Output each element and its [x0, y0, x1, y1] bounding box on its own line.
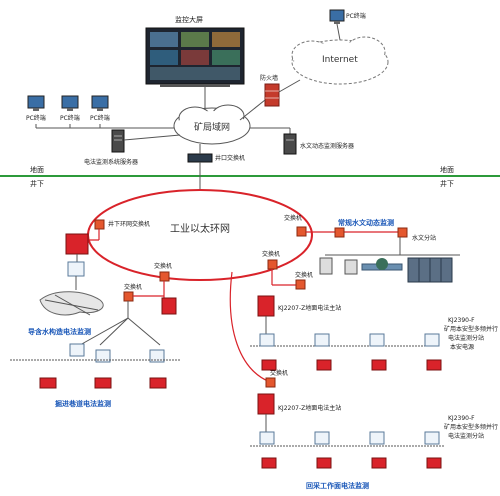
switch-ring-right-icon — [267, 259, 278, 270]
em-station-2-icon — [257, 393, 275, 415]
firewall-label: 防火墙 — [260, 74, 278, 82]
ring-switch-top-icon — [94, 219, 105, 230]
switch-right-top-label: 交换机 — [284, 214, 302, 222]
monitor-wall — [145, 27, 245, 87]
switch-left-branch-icon — [123, 291, 134, 302]
switch-left-branch-label: 交换机 — [124, 283, 142, 291]
pc-label-2: PC终端 — [60, 114, 80, 122]
ring-switch-top-label: 井下环网交换机 — [108, 220, 150, 228]
hydro-cabinet — [407, 257, 453, 283]
em-station-1-icon — [257, 295, 275, 317]
kj-right-2-line3: 电法监测分站 — [448, 432, 484, 440]
switch-mid3-icon — [265, 377, 276, 388]
kj-right-1-line2: 矿用本安型多频并行 — [444, 325, 498, 333]
ring-label: 工业以太环网 — [170, 222, 230, 235]
em-device-left-b2 — [94, 377, 112, 389]
hydro-sub-label: 水文分站 — [412, 234, 436, 242]
pc-top-label: PC终端 — [346, 12, 366, 20]
pc-icon-2 — [61, 95, 79, 111]
underground-right-label: 井下 — [440, 179, 454, 188]
pc-icon-1 — [27, 95, 45, 111]
ground-right-label: 地面 — [440, 165, 454, 174]
em-device-r1-b — [316, 359, 332, 371]
em-node-a — [69, 343, 85, 357]
em-device-mid — [161, 297, 177, 315]
hydro-sensor-1 — [319, 257, 333, 275]
hydro-switch-icon — [334, 227, 345, 238]
em-station-2-label: KJ2207-Z地面电法主站 — [278, 404, 341, 412]
hydro-pipe-meter — [361, 258, 403, 271]
em-node-r1-d — [424, 333, 440, 347]
em-station-1-label: KJ2207-Z地面电法主站 — [278, 304, 341, 312]
pc-label-1: PC终端 — [26, 114, 46, 122]
switch-mid3-label: 交换机 — [270, 369, 288, 377]
em-device-left-b3 — [149, 377, 167, 389]
hydro-monitor-title: 常规水文动态监测 — [338, 218, 394, 227]
industrial-ethernet-ring — [87, 189, 313, 281]
switch-right-top-icon — [296, 226, 307, 237]
hydro-sensor-2 — [344, 259, 358, 275]
em-device-r1-c — [371, 359, 387, 371]
lan-cloud — [173, 104, 251, 145]
kj-right-2-line1: KJ2390-F — [448, 415, 475, 422]
em-device-r1-a — [261, 359, 277, 371]
em-node-b — [95, 349, 111, 363]
pc-top-icon — [329, 9, 345, 24]
kj-right-1-line4: 本安电源 — [450, 343, 474, 351]
firewall-icon — [264, 83, 280, 107]
em-node-r1-c — [369, 333, 385, 347]
em-node-r1-a — [259, 333, 275, 347]
kj-right-2-line2: 矿用本安型多频并行 — [444, 423, 498, 431]
monitor-wall-label: 监控大屏 — [175, 15, 203, 24]
ground-left-label: 地面 — [30, 165, 44, 174]
hydro-server-icon — [283, 133, 297, 155]
underground-left-label: 井下 — [30, 179, 44, 188]
em-device-r2-b — [316, 457, 332, 469]
core-switch-icon — [187, 153, 213, 163]
hydro-server-label: 水文动态监测服务器 — [300, 142, 354, 150]
em-device-r2-d — [426, 457, 442, 469]
kj-right-1-line3: 电法监测分站 — [448, 334, 484, 342]
switch-mid2-label: 交换机 — [295, 271, 313, 279]
switch-ring-left-label: 交换机 — [154, 262, 172, 270]
kj-right-1-line1: KJ2390-F — [448, 317, 475, 324]
switch-ring-left-icon — [159, 271, 170, 282]
em-node-r2-a — [259, 431, 275, 445]
em-server-icon — [111, 129, 125, 153]
hydro-station-icon — [397, 227, 408, 238]
em-node-c — [149, 349, 165, 363]
em-device-left-1 — [65, 233, 89, 255]
monitor-left-2-title: 掘进巷道电法监测 — [55, 399, 111, 408]
em-node-r2-c — [369, 431, 385, 445]
switch-ring-right-label: 交换机 — [262, 250, 280, 258]
em-substation-left-1 — [67, 261, 85, 277]
em-node-r2-d — [424, 431, 440, 445]
em-server-label: 电法监测系统服务器 — [84, 158, 138, 166]
pc-label-3: PC终端 — [90, 114, 110, 122]
pc-icon-3 — [91, 95, 109, 111]
em-device-r1-d — [426, 359, 442, 371]
lan-label: 矿局域网 — [194, 121, 230, 133]
em-node-r1-b — [314, 333, 330, 347]
monitor-left-1-title: 导含水构造电法监测 — [28, 327, 91, 336]
em-device-r2-a — [261, 457, 277, 469]
em-device-left-b1 — [39, 377, 57, 389]
water-structure-shape — [39, 291, 104, 316]
internet-label: Internet — [322, 55, 358, 65]
core-switch-label: 井口交换机 — [215, 154, 245, 162]
internet-cloud — [291, 36, 389, 85]
em-node-r2-b — [314, 431, 330, 445]
em-device-r2-c — [371, 457, 387, 469]
monitor-bottom-title: 回采工作面电法监测 — [306, 481, 369, 490]
switch-mid2-icon — [295, 279, 306, 290]
